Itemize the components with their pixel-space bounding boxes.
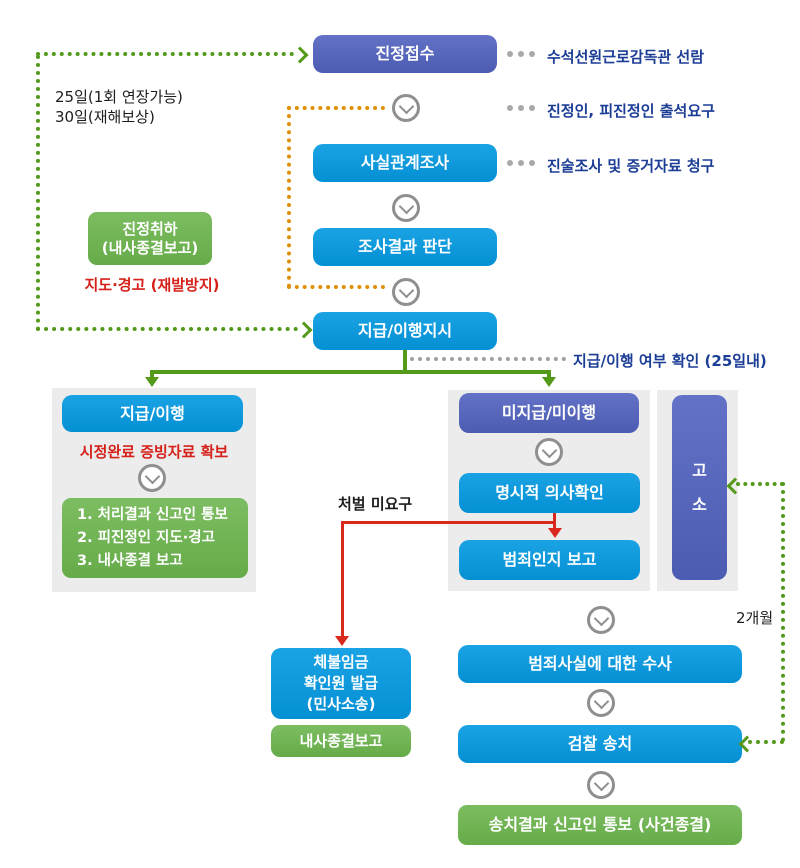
branch-left-stub (150, 370, 154, 378)
complaint-char-1: 고 (692, 460, 707, 480)
deadline-dotted-line-top (36, 52, 294, 56)
dots-icon (507, 160, 535, 166)
complaint-box: 고 소 (672, 395, 727, 580)
step-payment-order: 지급/이행지시 (313, 312, 497, 350)
red-path-horizontal (341, 521, 556, 524)
wage-cert-line1: 체불임금 (313, 653, 369, 671)
paid-box: 지급/이행 (62, 395, 243, 432)
annotation-evidence-request: 진술조사 및 증거자료 청구 (547, 157, 715, 175)
deadline-dotted-line-bottom (36, 327, 298, 331)
annotation-attendance-request: 진정인, 피진정인 출석요구 (547, 102, 715, 120)
arrowhead-right-icon (295, 321, 313, 339)
withdraw-line1: 진정취하 (122, 219, 178, 238)
branch-horizontal (150, 370, 551, 374)
chevron-down-icon (138, 464, 166, 492)
arrow-down-icon (335, 636, 349, 646)
bypass-dotted-vertical (287, 106, 291, 288)
step-result-judgment: 조사결과 판단 (313, 228, 497, 266)
red-path-vertical (341, 521, 344, 637)
chevron-down-icon (587, 689, 615, 717)
result-item-1: 1. 처리결과 신고인 통보 (77, 506, 228, 523)
no-punishment-label: 처벌 미요구 (338, 495, 413, 513)
chevron-down-icon (535, 438, 563, 466)
chevron-down-icon (392, 278, 420, 306)
wage-cert-line2: 확인원 발급 (303, 674, 379, 692)
result-item-2: 2. 피진정인 지도·경고 (77, 529, 215, 546)
deadline-note-line1: 25일(1회 연장가능) (55, 88, 183, 106)
complaint-char-2: 소 (692, 494, 707, 514)
arrow-down-icon (548, 528, 562, 538)
deadline-dotted-line-vertical (36, 55, 40, 331)
branch-stem (403, 350, 407, 372)
investigation-box: 범죄사실에 대한 수사 (458, 645, 742, 683)
arrow-down-icon (145, 377, 159, 387)
chevron-down-icon (392, 94, 420, 122)
chevron-down-icon (392, 194, 420, 222)
arrow-down-icon (542, 377, 556, 387)
bypass-dotted-bottom (287, 285, 385, 289)
period-note: 2개월 (736, 609, 774, 627)
deadline-note: 25일(1회 연장가능) 30일(재해보상) (55, 87, 183, 127)
crime-report-box: 범죄인지 보고 (459, 540, 640, 580)
step-complaint-received: 진정접수 (313, 35, 497, 73)
prosecution-transfer-box: 검찰 송치 (458, 725, 742, 763)
complaint-dotted-bottom (748, 740, 784, 744)
wage-cert-box: 체불임금 확인원 발급 (민사소송) (271, 648, 411, 719)
case-closed-box: 송치결과 신고인 통보 (사건종결) (458, 805, 742, 845)
result-item-3: 3. 내사종결 보고 (77, 552, 183, 569)
unpaid-box: 미지급/미이행 (459, 393, 639, 433)
arrowhead-right-icon (291, 46, 309, 64)
internal-closing-box: 내사종결보고 (271, 725, 411, 757)
complaint-dotted-top (736, 482, 784, 486)
deadline-note-line2: 30일(재해보상) (55, 108, 155, 126)
guidance-warning: 지도·경고 (재발방지) (84, 276, 220, 294)
withdraw-line2: (내사종결보고) (101, 238, 199, 257)
result-list-box: 1. 처리결과 신고인 통보 2. 피진정인 지도·경고 3. 내사종결 보고 (62, 498, 248, 578)
check-dotted-line (410, 357, 566, 361)
withdraw-box: 진정취하 (내사종결보고) (88, 212, 212, 265)
branch-right-stub (547, 370, 551, 378)
explicit-confirm-box: 명시적 의사확인 (459, 473, 640, 513)
dots-icon (507, 105, 535, 111)
dots-icon (507, 51, 535, 57)
evidence-note: 시정완료 증빙자료 확보 (79, 443, 229, 461)
chevron-down-icon (587, 771, 615, 799)
check-note: 지급/이행 여부 확인 (25일내) (573, 352, 767, 370)
step-fact-investigation: 사실관계조사 (313, 144, 497, 182)
chevron-down-icon (587, 606, 615, 634)
bypass-dotted-top (287, 106, 385, 110)
complaint-dotted-vertical (781, 482, 785, 742)
annotation-inspector-review: 수석선원근로감독관 선람 (547, 48, 705, 66)
wage-cert-line3: (민사소송) (306, 695, 376, 713)
